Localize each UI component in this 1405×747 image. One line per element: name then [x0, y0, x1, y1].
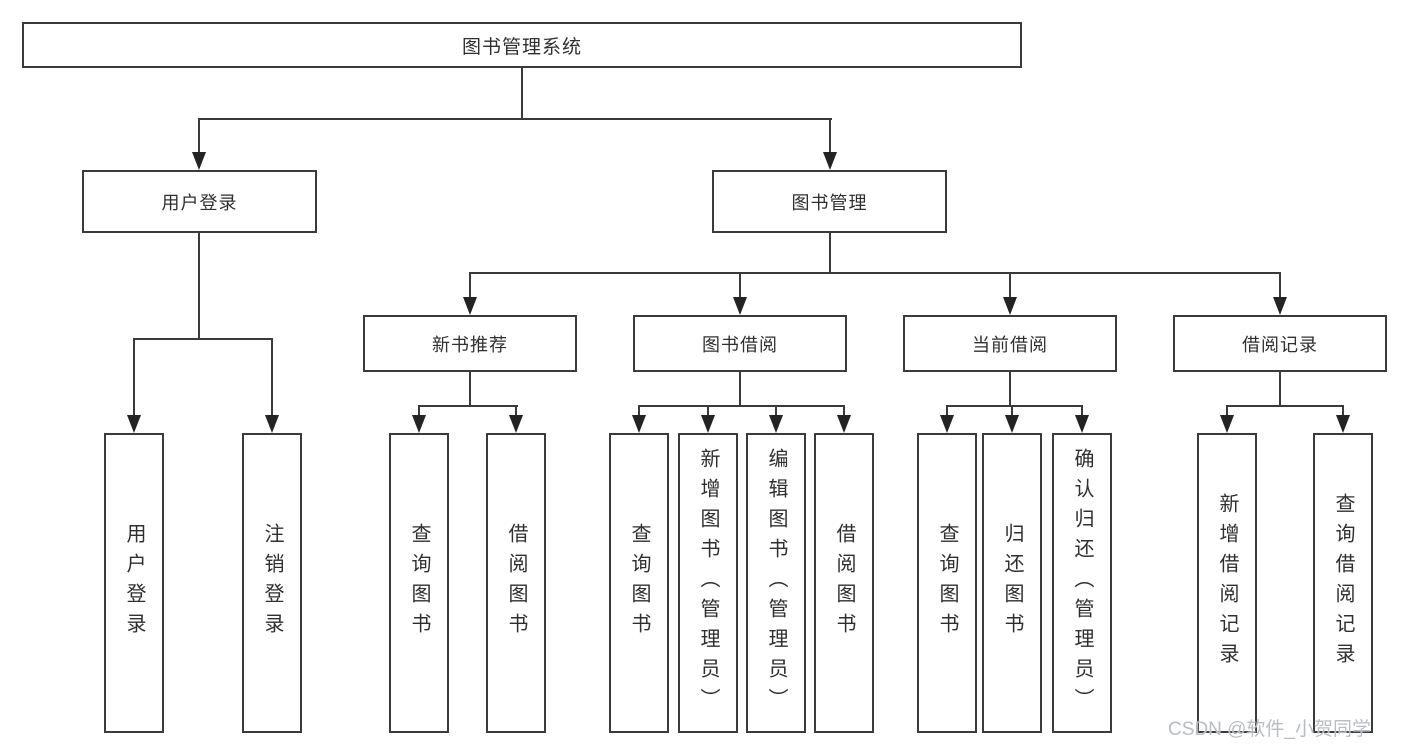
leaf-records-add-label: 新增借阅记录 [1216, 493, 1238, 673]
connector-line [133, 340, 135, 415]
leaf-borrow-add-book-label: 新增图书（管理员） [697, 448, 719, 718]
connector-line [638, 405, 640, 417]
leaf-user-login-label: 用户登录 [123, 523, 145, 643]
arrow-down-icon [1003, 297, 1017, 315]
node-book-borrow: 图书借阅 [633, 315, 847, 372]
arrow-down-icon [1005, 415, 1019, 433]
leaf-borrow-query-label: 查询图书 [628, 523, 650, 643]
leaf-current-query: 查询图书 [917, 433, 977, 733]
node-root: 图书管理系统 [22, 22, 1022, 68]
leaf-newbooks-query: 查询图书 [389, 433, 449, 733]
connector-line [198, 118, 832, 120]
node-current-borrow-label: 当前借阅 [972, 334, 1048, 355]
leaf-current-query-label: 查询图书 [936, 523, 958, 643]
connector-line [739, 272, 741, 299]
connector-line [1011, 405, 1013, 417]
leaf-logout-label: 注销登录 [261, 523, 283, 643]
leaf-user-login: 用户登录 [104, 433, 164, 733]
arrow-down-icon [632, 415, 646, 433]
node-book-management-label: 图书管理 [791, 192, 868, 213]
connector-line [469, 372, 471, 407]
connector-line [469, 272, 471, 299]
arrow-down-icon [701, 415, 715, 433]
leaf-newbooks-query-label: 查询图书 [408, 523, 430, 643]
arrow-down-icon [463, 297, 477, 315]
leaf-borrow-query: 查询图书 [609, 433, 669, 733]
connector-line [707, 405, 709, 417]
arrow-down-icon [1075, 415, 1089, 433]
node-new-book-recommend-label: 新书推荐 [432, 334, 508, 355]
node-current-borrow: 当前借阅 [903, 315, 1117, 372]
connector-line [1342, 405, 1344, 417]
leaf-records-add: 新增借阅记录 [1197, 433, 1257, 733]
connector-line [1009, 272, 1011, 299]
leaf-newbooks-borrow: 借阅图书 [486, 433, 546, 733]
arrow-down-icon [940, 415, 954, 433]
connector-line [843, 405, 845, 417]
leaf-borrow-book: 借阅图书 [814, 433, 874, 733]
leaf-logout: 注销登录 [242, 433, 302, 733]
csdn-watermark: CSDN @软件_小贺同学 [1168, 719, 1371, 740]
node-user-login: 用户登录 [82, 170, 317, 233]
connector-line [133, 338, 273, 340]
arrow-down-icon [1220, 415, 1234, 433]
node-user-login-label: 用户登录 [161, 192, 238, 213]
connector-line [469, 272, 1281, 274]
arrow-down-icon [769, 415, 783, 433]
connector-line [739, 372, 741, 407]
connector-line [1279, 372, 1281, 407]
connector-line [946, 405, 948, 417]
leaf-current-return-label: 归还图书 [1001, 523, 1023, 643]
connector-line [1226, 405, 1344, 407]
leaf-current-return: 归还图书 [982, 433, 1042, 733]
arrow-down-icon [837, 415, 851, 433]
leaf-records-query-label: 查询借阅记录 [1332, 493, 1354, 673]
connector-line [1226, 405, 1228, 417]
arrow-down-icon [192, 152, 206, 170]
connector-line [638, 405, 845, 407]
arrow-down-icon [823, 152, 837, 170]
node-borrow-records: 借阅记录 [1173, 315, 1387, 372]
arrow-down-icon [733, 297, 747, 315]
connector-line [775, 405, 777, 417]
connector-line [198, 233, 200, 340]
connector-line [418, 405, 518, 407]
connector-line [946, 405, 1083, 407]
leaf-borrow-add-book: 新增图书（管理员） [678, 433, 738, 733]
leaf-current-confirm-return-label: 确认归还（管理员） [1071, 448, 1093, 718]
node-root-label: 图书管理系统 [461, 36, 582, 58]
node-book-borrow-label: 图书借阅 [702, 334, 778, 355]
arrow-down-icon [1336, 415, 1350, 433]
leaf-borrow-edit-book: 编辑图书（管理员） [746, 433, 806, 733]
arrow-down-icon [509, 415, 523, 433]
connector-line [521, 68, 523, 120]
connector-line [418, 405, 420, 417]
leaf-newbooks-borrow-label: 借阅图书 [505, 523, 527, 643]
connector-line [198, 118, 200, 154]
arrow-down-icon [412, 415, 426, 433]
leaf-current-confirm-return: 确认归还（管理员） [1052, 433, 1112, 733]
leaf-records-query: 查询借阅记录 [1313, 433, 1373, 733]
arrow-down-icon [127, 415, 141, 433]
connector-line [829, 118, 831, 154]
node-book-management: 图书管理 [712, 170, 947, 233]
arrow-down-icon [265, 415, 279, 433]
connector-line [271, 340, 273, 415]
connector-line [515, 405, 517, 417]
leaf-borrow-book-label: 借阅图书 [833, 523, 855, 643]
connector-line [829, 233, 831, 274]
node-borrow-records-label: 借阅记录 [1242, 334, 1318, 355]
connector-line [1081, 405, 1083, 417]
connector-line [1279, 272, 1281, 299]
node-new-book-recommend: 新书推荐 [363, 315, 577, 372]
arrow-down-icon [1273, 297, 1287, 315]
connector-line [1009, 372, 1011, 407]
leaf-borrow-edit-book-label: 编辑图书（管理员） [765, 448, 787, 718]
